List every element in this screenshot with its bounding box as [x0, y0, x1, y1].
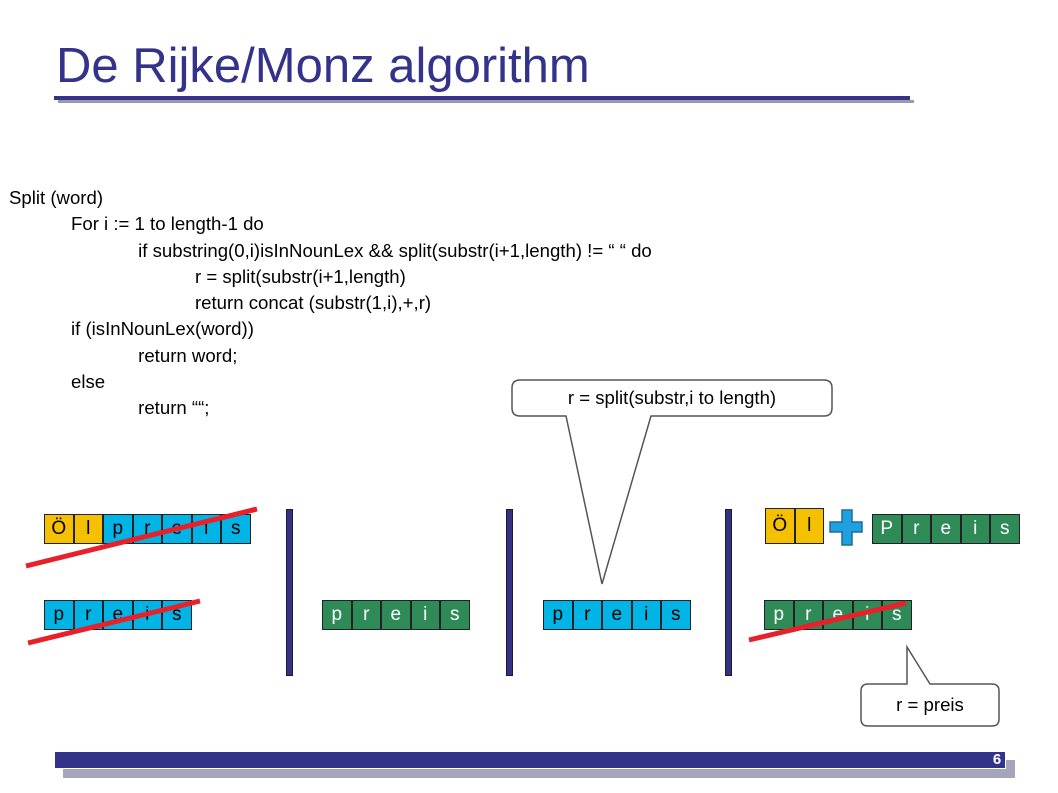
- letter-cell: e: [931, 514, 961, 544]
- letter-cell: r: [73, 600, 103, 630]
- letter-cell: p: [543, 600, 573, 630]
- letter-cell: e: [381, 600, 411, 630]
- letter-cell: e: [602, 600, 632, 630]
- letter-cell: e: [103, 600, 133, 630]
- title-rule: [54, 96, 910, 100]
- letter-cell: l: [73, 514, 103, 544]
- step1-suffix-cells: p r e i s: [44, 600, 192, 630]
- letter-cell: Ö: [765, 508, 795, 544]
- result-callout-text: r = preis: [896, 694, 964, 715]
- step4-prefix-cells: Ö l: [765, 508, 824, 544]
- letter-cell: l: [794, 508, 824, 544]
- step-divider: [725, 509, 732, 676]
- letter-cell: p: [44, 600, 74, 630]
- letter-cell: s: [990, 514, 1020, 544]
- code-line: return word;: [9, 344, 238, 366]
- step-divider: [506, 509, 513, 676]
- step4-suffix-word-cells: P r e i s: [872, 514, 1020, 544]
- letter-cell: i: [960, 514, 990, 544]
- page-number: 6: [992, 751, 1002, 768]
- code-line: if substring(0,i)isInNounLex && split(su…: [9, 239, 652, 261]
- letter-cell: i: [410, 600, 440, 630]
- split-callout-text: r = split(substr,i to length): [567, 387, 777, 408]
- step2-suffix-cells: p r e i s: [322, 600, 470, 630]
- slide-title: De Rijke/Monz algorithm: [56, 39, 590, 93]
- code-line: if (isInNounLex(word)): [9, 318, 254, 340]
- footer-bar: [54, 751, 1006, 769]
- strike-line: [748, 600, 907, 643]
- letter-cell: r: [572, 600, 602, 630]
- code-line: r = split(substr(i+1,length): [9, 265, 406, 287]
- code-line: For i := 1 to length-1 do: [9, 213, 264, 235]
- code-line: return concat (substr(1,i),+,r): [9, 292, 432, 314]
- letter-cell: i: [631, 600, 661, 630]
- title-rule-shadow: [58, 100, 914, 103]
- code-line: return ““;: [9, 397, 210, 419]
- code-line: else: [9, 371, 106, 393]
- plus-icon: [829, 509, 863, 546]
- letter-cell: s: [440, 600, 470, 630]
- pseudocode: Split (word) For i := 1 to length-1 do i…: [9, 185, 652, 422]
- letter-cell: r: [901, 514, 931, 544]
- code-line: Split (word): [9, 187, 104, 208]
- letter-cell: Ö: [44, 514, 74, 544]
- letter-cell: p: [764, 600, 794, 630]
- strike-line: [25, 506, 258, 569]
- step3-suffix-cells: p r e i s: [543, 600, 691, 630]
- letter-cell: s: [661, 600, 691, 630]
- strike-line: [27, 598, 201, 646]
- result-callout-bubble: [860, 644, 1000, 727]
- letter-cell: r: [351, 600, 381, 630]
- step-divider: [286, 509, 293, 676]
- letter-cell: p: [322, 600, 352, 630]
- letter-cell: P: [872, 514, 902, 544]
- split-callout-bubble: [511, 379, 833, 585]
